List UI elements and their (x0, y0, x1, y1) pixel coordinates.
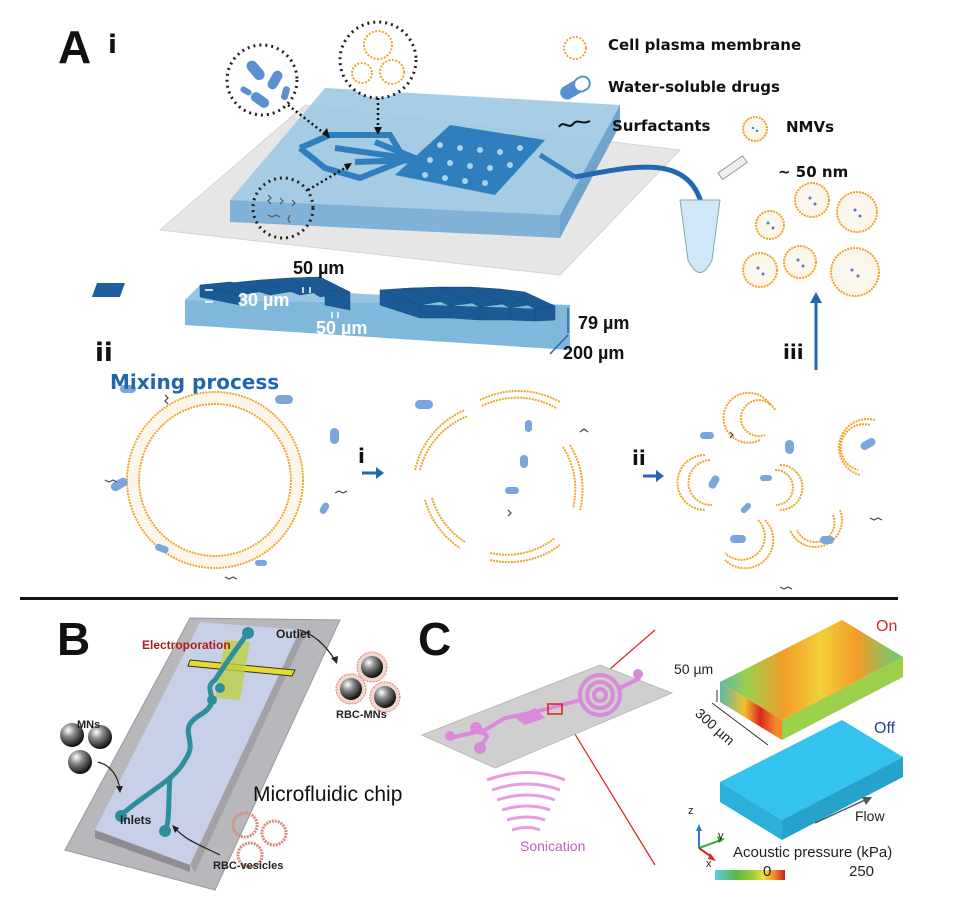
intact-membrane-vesicle (126, 391, 304, 569)
mixer-grid (395, 125, 545, 195)
step-iii-label: iii (783, 340, 804, 364)
colorbar-min: 0 (763, 863, 772, 880)
outlet-label: Outlet (276, 627, 311, 641)
panel-a-letter: A (58, 21, 92, 73)
eppendorf-tube (679, 155, 748, 273)
panel-a-sub-i: i (108, 30, 117, 60)
legend-label-surfactants: Surfactants (612, 117, 711, 135)
dim-gap-50: 50 µm (316, 318, 368, 338)
mixing-process-title: Mixing process (110, 370, 280, 394)
legend-label-drugs: Water-soluble drugs (608, 78, 780, 96)
surfactants-callout (251, 176, 315, 240)
thickness-label: 50 µm (674, 661, 714, 677)
colorbar-gradient (715, 870, 785, 880)
panel-c-letter: C (418, 613, 452, 665)
membrane-fragments (676, 391, 876, 570)
sonication-label: Sonication (520, 838, 586, 854)
panel-b-chip-illustration (60, 617, 401, 891)
dim-top-width: 50 µm (293, 258, 345, 278)
axis-z-label: z (688, 805, 694, 817)
channel-cross-section (91, 276, 570, 355)
axis-y-label: y (718, 830, 724, 842)
colorbar-max: 250 (849, 863, 875, 880)
legend-membrane-icon (563, 36, 587, 60)
nmv-size-label: ~ 50 nm (778, 163, 849, 181)
microfluidic-chip-label: Microfluidic chip (253, 783, 403, 806)
legend-squiggle-icon (558, 120, 591, 128)
legend-nmv-icon (742, 116, 768, 142)
colorbar-title: Acoustic pressure (kPa) (733, 844, 893, 861)
legend-capsule-icon (560, 75, 591, 100)
mns-label: MNs (77, 719, 101, 731)
electroporation-label: Electroporation (142, 638, 231, 652)
panel-divider (20, 597, 898, 600)
legend-label-nmvs: NMVs (786, 118, 835, 136)
legend-label-membrane: Cell plasma membrane (608, 36, 802, 54)
nmv-cluster (742, 182, 880, 297)
axis-x-label: x (706, 858, 712, 870)
rbc-mns-label: RBC-MNs (336, 709, 387, 721)
drugs-callout (225, 43, 299, 117)
disrupted-vesicle (414, 389, 584, 564)
dim-height-30: 30 µm (238, 290, 290, 310)
panel-c-device-illustration (420, 620, 903, 880)
dim-depth: 79 µm (578, 313, 630, 333)
on-label: On (876, 618, 898, 635)
step-ii-label: ii (632, 446, 646, 470)
microfluidic-chip-illustration (91, 20, 883, 590)
off-label: Off (874, 720, 896, 737)
rbc-vesicles-label: RBC-vesicles (213, 860, 284, 872)
panel-a-sub-ii: ii (95, 338, 113, 368)
inlets-label: Inlets (120, 813, 152, 827)
dim-width: 200 µm (563, 343, 625, 363)
step-i-label: i (358, 444, 365, 468)
flow-label: Flow (855, 808, 885, 824)
panel-b-letter: B (57, 613, 91, 665)
